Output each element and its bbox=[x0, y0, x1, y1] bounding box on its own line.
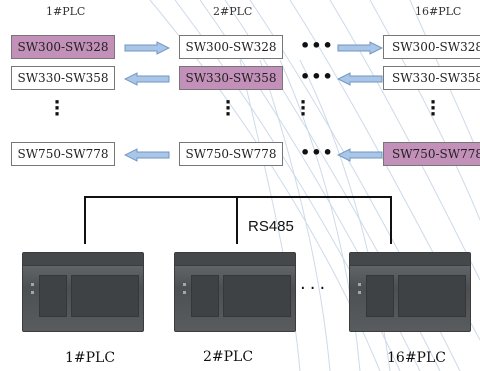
ellipsis-icon: ••• bbox=[300, 67, 334, 86]
vertical-ellipsis-icon: ··· bbox=[224, 92, 232, 125]
column-title-2: 2#PLC bbox=[213, 5, 253, 18]
register-cell: SW330-SW358 bbox=[11, 66, 115, 90]
arrow-left-icon bbox=[124, 148, 170, 162]
register-cell: SW300-SW328 bbox=[179, 35, 283, 59]
vertical-ellipsis-icon: ··· bbox=[429, 92, 437, 125]
register-cell: SW750-SW778 bbox=[179, 142, 283, 166]
bus-drop-2 bbox=[236, 196, 238, 244]
arrow-right-icon bbox=[337, 41, 383, 55]
plc-device-image bbox=[349, 252, 471, 332]
arrow-left-icon bbox=[124, 72, 170, 86]
register-cell: SW300-SW328 bbox=[383, 35, 480, 59]
plc-device-image bbox=[22, 252, 144, 332]
vertical-ellipsis-icon: ··· bbox=[299, 92, 307, 125]
column-title-16: 16#PLC bbox=[415, 5, 462, 18]
ellipsis-icon: ••• bbox=[300, 143, 334, 162]
register-cell: SW330-SW358 bbox=[179, 66, 283, 90]
device-label: 16#PLC bbox=[387, 350, 446, 366]
bus-drop-16 bbox=[390, 196, 392, 244]
ellipsis-icon: ··· bbox=[300, 278, 330, 299]
register-cell: SW750-SW778 bbox=[383, 142, 480, 166]
register-cell: SW750-SW778 bbox=[11, 142, 115, 166]
column-title-1: 1#PLC bbox=[46, 5, 86, 18]
arrow-left-icon bbox=[337, 148, 383, 162]
rs485-bus-line bbox=[84, 196, 392, 198]
device-label: 2#PLC bbox=[203, 349, 254, 365]
arrow-left-icon bbox=[337, 72, 383, 86]
register-cell: SW330-SW358 bbox=[383, 66, 480, 90]
vertical-ellipsis-icon: ··· bbox=[53, 92, 61, 125]
bus-label: RS485 bbox=[248, 218, 294, 235]
ellipsis-icon: ••• bbox=[300, 36, 334, 55]
plc-device-image bbox=[174, 252, 296, 332]
register-cell: SW300-SW328 bbox=[11, 35, 115, 59]
arrow-right-icon bbox=[124, 41, 170, 55]
bus-drop-1 bbox=[84, 196, 86, 244]
device-label: 1#PLC bbox=[65, 350, 116, 366]
